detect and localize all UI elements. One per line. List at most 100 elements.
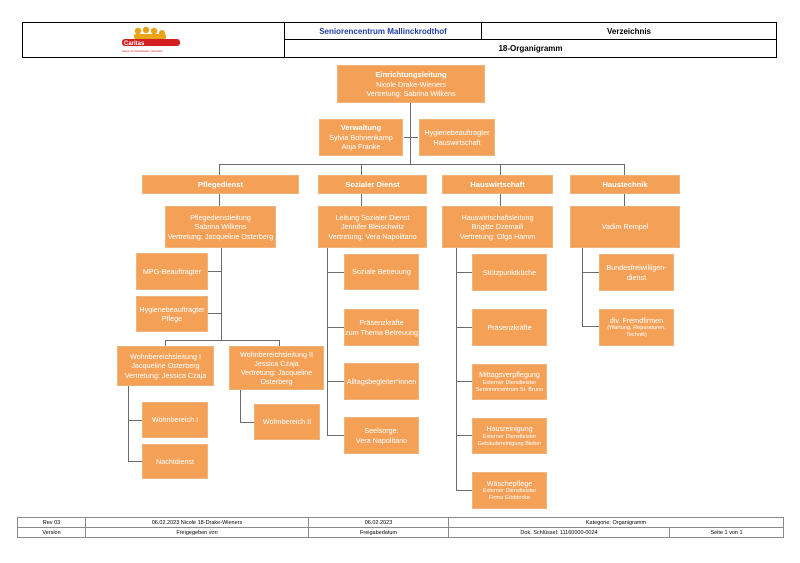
- box-line: Vertretung: Jessica Czaja: [124, 370, 207, 380]
- box-line: Bundesfreiwilligen-: [606, 263, 667, 273]
- box-hausreinigung: Hausreinigung Externer Dienstleister Geb…: [472, 418, 547, 454]
- box-line: Hygienebeauftragter: [424, 128, 490, 138]
- box-line: Technik): [626, 332, 647, 339]
- box-bundesfreiwilligendienst: Bundesfreiwilligen- dienst: [599, 254, 674, 291]
- box-line: Hausreinigung: [486, 424, 533, 434]
- dept-pflegedienst: Pflegedienst: [142, 175, 299, 194]
- box-line: Anja Franke: [341, 142, 381, 152]
- box-line: Vertretung: Olga Hamm: [459, 231, 536, 241]
- box-line: Hygienebeauftragter: [139, 304, 205, 314]
- footer-freigegeben-label: Freigegeben von: [85, 527, 309, 538]
- box-stuetzpunktkueche: Stützpunktküche: [472, 254, 547, 291]
- connector: [456, 327, 472, 328]
- box-alltagsbegleiter: Alltagsbegleiter*innen: [344, 363, 419, 400]
- connector: [456, 272, 472, 273]
- box-leitung-sozialer-dienst: Leitung Sozialer Dienst Jennifer Bleisch…: [318, 206, 427, 248]
- footer-seite: Seite 1 von 1: [669, 527, 784, 538]
- box-wohnbereich-2: Wohnbereich II: [254, 404, 320, 440]
- connector: [327, 327, 344, 328]
- box-line: Nicole Drake-Wieners: [376, 79, 446, 89]
- box-wohnbereichsleitung-2: Wohnbereichsleitung II Jessica Czaja Ver…: [229, 346, 324, 390]
- box-line: Hauswirtschaft: [433, 137, 481, 147]
- connector: [128, 461, 142, 462]
- connector: [456, 490, 472, 491]
- box-nachtdienst: Nachtdienst: [142, 444, 208, 479]
- dept-title: Sozialer Dienst: [345, 179, 400, 189]
- logo-word: Caritas: [124, 41, 145, 47]
- box-line: Wohnbereich I: [151, 415, 199, 425]
- connector: [624, 194, 625, 206]
- box-line: zum Thema Betreuung: [345, 327, 418, 337]
- dept-hauswirtschaft: Hauswirtschaft: [442, 175, 553, 194]
- dept-haustechnik: Haustechnik: [570, 175, 680, 194]
- box-line: Leitung Sozialer Dienst: [335, 213, 410, 223]
- box-line: Jacqueline Osterberg: [131, 361, 200, 371]
- box-line: Stützpunktküche: [482, 267, 537, 277]
- connector: [500, 194, 501, 206]
- box-line: Sabrina Wilkens: [194, 222, 247, 232]
- connector: [361, 194, 362, 206]
- connector: [327, 248, 328, 436]
- connector: [279, 340, 280, 346]
- box-line: Seniorencentrum St. Bruno: [475, 386, 544, 393]
- connector: [219, 194, 220, 206]
- box-line: MPG-Beauftragter: [142, 266, 202, 276]
- box-waeschepflege: Wäschepflege Externer Dienstleister Firm…: [472, 472, 547, 509]
- box-line: Osterberg: [260, 377, 293, 387]
- logo-subtitle: Heime und Sozialstation Hosenfeld: [122, 49, 163, 53]
- box-line: Sylvia Bohnenkamp: [329, 133, 393, 143]
- connector: [219, 164, 220, 175]
- box-line: Soziale Betreuung: [352, 267, 411, 277]
- box-wohnbereichsleitung-1: Wohnbereichsleitung I Jacqueline Osterbe…: [117, 346, 214, 386]
- box-line: Vertretung: Vera Napolitano: [328, 231, 417, 241]
- dept-sozialer-dienst: Sozialer Dienst: [318, 175, 427, 194]
- connector: [582, 248, 583, 326]
- box-line: Wohnbereichsleitung I: [130, 352, 201, 362]
- box-seelsorge: Seelsorge: Vera Napolitano: [344, 417, 419, 454]
- connector: [240, 422, 254, 423]
- box-title: Verwaltung: [340, 123, 382, 133]
- box-einrichtungsleitung: Einrichtungsleitung Nicole Drake-Wieners…: [337, 65, 485, 103]
- box-line: (Wartung, Reparaturen,: [607, 325, 666, 332]
- box-title: Einrichtungsleitung: [375, 69, 447, 79]
- box-line: Externer Dienstleister: [482, 488, 537, 495]
- doc-type: Verzeichnis: [481, 22, 777, 40]
- connector: [410, 102, 411, 164]
- box-line: Jennifer Bleischwitz: [340, 222, 405, 232]
- box-hygiene-hauswirtschaft: Hygienebeauftragter Hauswirtschaft: [419, 119, 495, 156]
- box-verwaltung: Verwaltung Sylvia Bohnenkamp Anja Franke: [319, 119, 403, 156]
- box-line: Seelsorge:: [364, 426, 399, 436]
- box-line: Externer Dienstleister: [482, 379, 537, 386]
- connector: [582, 272, 599, 273]
- box-line: Mittagsverpflegung: [479, 370, 540, 380]
- box-praesenzkraefte: Präsenzkräfte: [472, 309, 547, 346]
- caritas-logo: Caritas Heime und Sozialstation Hosenfel…: [118, 26, 184, 56]
- dept-title: Haustechnik: [602, 179, 648, 189]
- connector: [456, 248, 457, 491]
- box-line: Präsenzkräfte: [359, 318, 404, 328]
- connector: [456, 381, 472, 382]
- box-line: Alltagsbegleiter*innen: [346, 376, 417, 386]
- box-line: Vertretung: Jacqueline: [240, 368, 313, 377]
- connector: [327, 272, 344, 273]
- box-line: Jessica Czaja: [254, 358, 299, 368]
- box-mpg-beauftragter: MPG-Beauftragter: [136, 253, 208, 290]
- box-line: Nachtdienst: [156, 456, 194, 466]
- connector: [208, 313, 222, 314]
- connector: [128, 386, 129, 462]
- connector: [327, 381, 344, 382]
- box-line: dienst: [626, 272, 647, 282]
- box-line: Vera Napolitano: [355, 435, 408, 445]
- box-hauswirtschaftsleitung: Hauswirtschaftsleitung Brigitte Dzemaili…: [442, 206, 553, 248]
- dept-title: Hauswirtschaft: [470, 179, 525, 189]
- box-line: Vertretung: Jacqueline Osterberg: [167, 231, 274, 241]
- box-line: Pflege: [161, 314, 183, 323]
- connector: [128, 420, 142, 421]
- footer-dok-schluessel: Dok. Schlüssel: 11160000-0024: [448, 527, 670, 538]
- box-wohnbereich-1: Wohnbereich I: [142, 402, 208, 438]
- box-line: Pflegedienstleitung: [190, 213, 251, 223]
- connector: [208, 271, 222, 272]
- box-fremdfirmen: div. Fremdfirmen (Wartung, Reparaturen, …: [599, 309, 674, 346]
- box-line: Präsenzkräfte: [487, 322, 532, 332]
